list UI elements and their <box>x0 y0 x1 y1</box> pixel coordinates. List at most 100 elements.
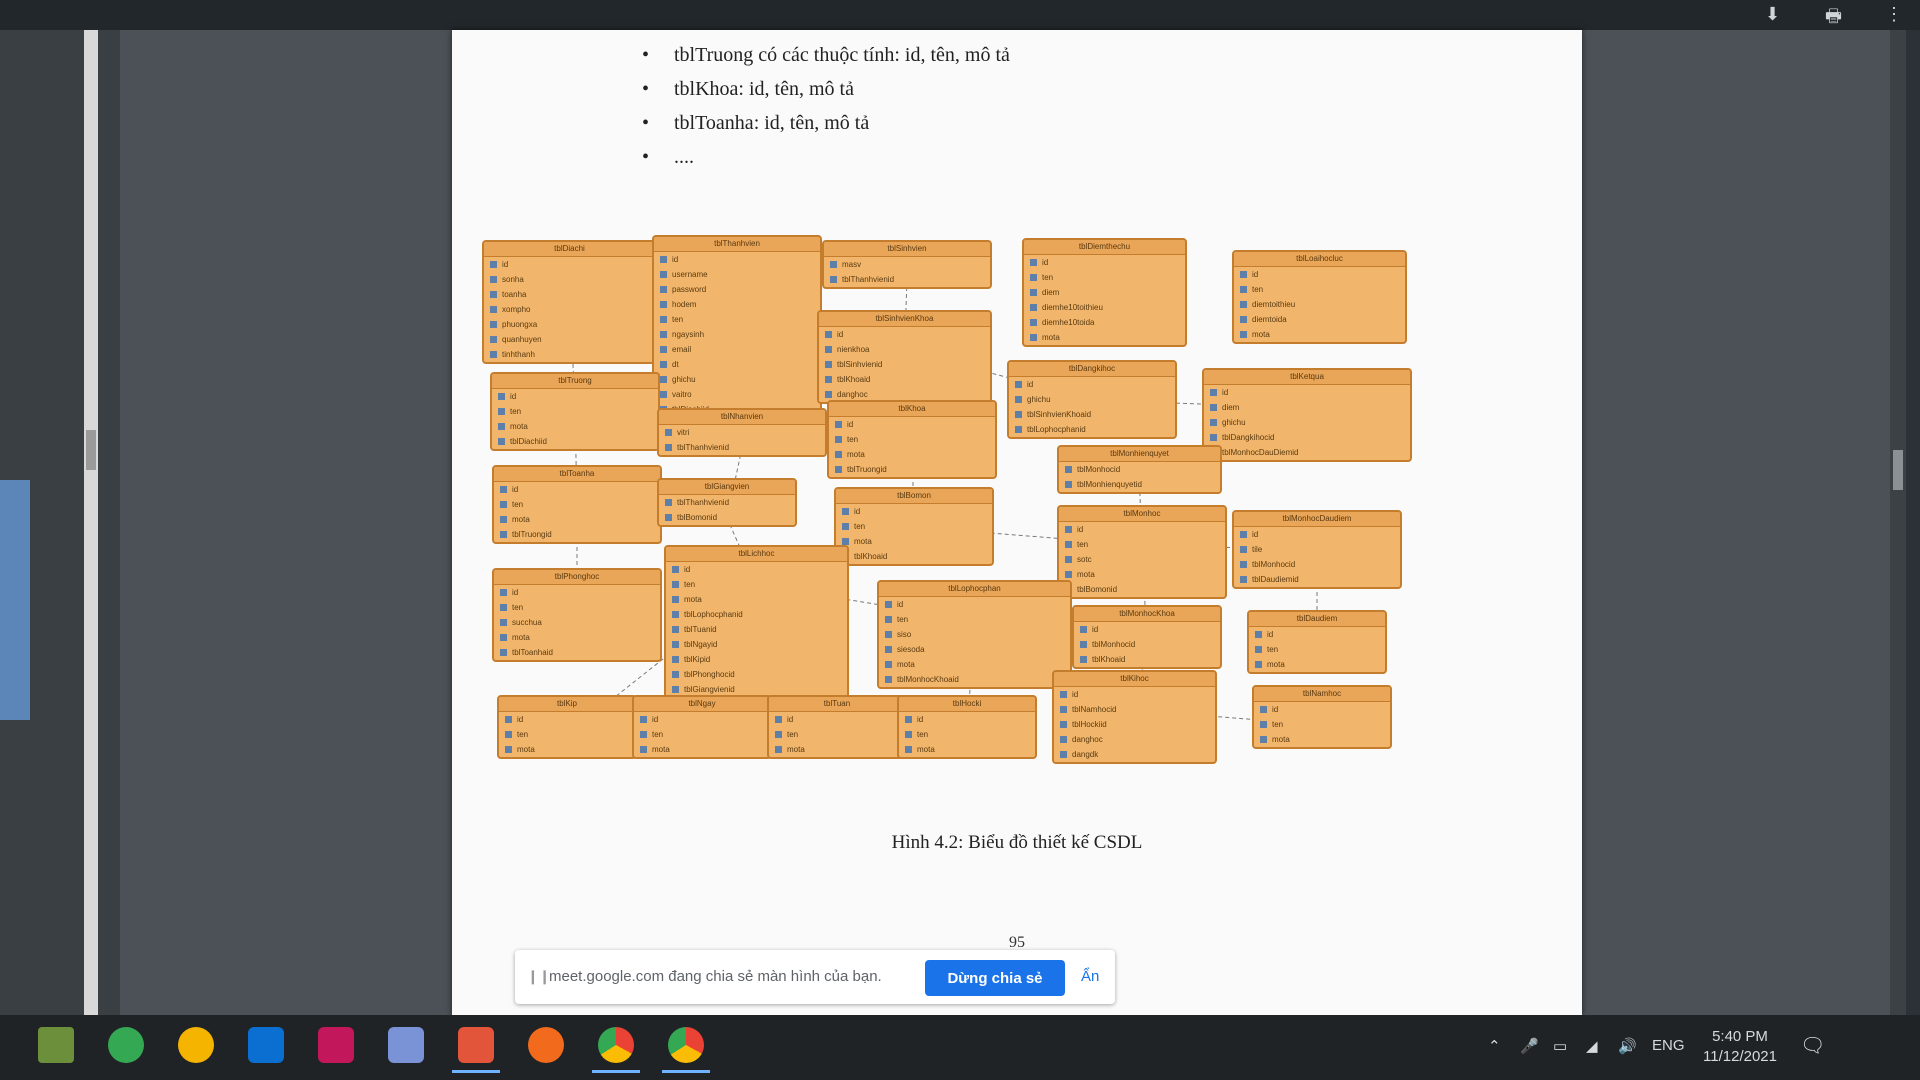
erd-table-field: id <box>499 712 635 727</box>
erd-table-field: mota <box>494 630 660 645</box>
erd-table-field: mota <box>1059 567 1225 582</box>
chrome-icon[interactable] <box>592 1027 640 1073</box>
erd-table-field: ten <box>1254 717 1390 732</box>
hide-button[interactable]: Ẩn <box>1081 968 1100 985</box>
vscode-icon[interactable] <box>248 1027 284 1063</box>
clock-time: 5:40 PM <box>1712 1028 1768 1045</box>
right-scroll-thumb[interactable] <box>1893 450 1903 490</box>
erd-table-field: nienkhoa <box>819 342 990 357</box>
erd-table-field: sotc <box>1059 552 1225 567</box>
erd-table-field: ten <box>1234 282 1405 297</box>
erd-table-field: mota <box>899 742 1035 757</box>
erd-table-field: sonha <box>484 272 655 287</box>
left-scroll-thumb[interactable] <box>86 430 96 470</box>
erd-table-field: tinhthanh <box>484 347 655 362</box>
erd-table-field: ten <box>836 519 992 534</box>
erd-table-title: tblLophocphan <box>879 582 1070 597</box>
left-scrollbar[interactable] <box>84 30 98 1015</box>
drag-handle-icon[interactable]: ❙❙ <box>527 968 551 984</box>
battery-icon[interactable]: ▭ <box>1553 1038 1568 1055</box>
more-icon[interactable]: ⋮ <box>1885 4 1903 24</box>
erd-table-title: tblDaudiem <box>1249 612 1385 627</box>
erd-table-title: tblLichhoc <box>666 547 847 562</box>
clock[interactable]: 5:40 PM 11/12/2021 <box>1700 1027 1780 1067</box>
erd-table-field: id <box>1249 627 1385 642</box>
erd-table-field: tblGiangvienid <box>666 682 847 697</box>
notifications-icon[interactable]: 🗨 <box>1800 1035 1826 1057</box>
chrome-2-icon[interactable] <box>662 1027 710 1073</box>
erd-table-title: tblGiangvien <box>659 480 795 495</box>
volume-icon[interactable]: 🔊 <box>1618 1038 1637 1055</box>
document-page: tblTruong có các thuộc tính: id, tên, mô… <box>452 30 1582 1015</box>
erd-table-title: tblHocki <box>899 697 1035 712</box>
erd-table-field: id <box>1054 687 1215 702</box>
erd-table-field: tblSinhvienid <box>819 357 990 372</box>
erd-table-field: id <box>836 504 992 519</box>
file-manager-icon[interactable] <box>38 1027 74 1063</box>
erd-table-field: mota <box>1234 327 1405 342</box>
git-app-icon[interactable] <box>452 1027 500 1073</box>
erd-table-field: tblKhoaid <box>819 372 990 387</box>
download-icon[interactable]: ⬇ <box>1765 4 1781 24</box>
erd-table-field: tblTuanid <box>666 622 847 637</box>
erd-table-field: tblKhoaid <box>1074 652 1220 667</box>
erd-table-field: tblDiachiid <box>492 434 658 449</box>
erd-table-field: mota <box>634 742 770 757</box>
erd-table-field: ten <box>666 577 847 592</box>
erd-table-field: id <box>654 252 820 267</box>
virtualbox-icon[interactable] <box>388 1027 424 1063</box>
microphone-icon[interactable]: 🎤 <box>1520 1038 1539 1055</box>
erd-table-title: tblMonhienquyet <box>1059 447 1220 462</box>
wifi-icon[interactable]: ◢ <box>1586 1038 1598 1055</box>
erd-table-field: mota <box>769 742 905 757</box>
erd-table-field: id <box>1074 622 1220 637</box>
erd-table-field: mota <box>829 447 995 462</box>
erd-table-field: ten <box>879 612 1070 627</box>
stop-sharing-button[interactable]: Dừng chia sẻ <box>925 960 1065 996</box>
erd-table-field: tblLophocphanid <box>666 607 847 622</box>
maps-icon[interactable] <box>108 1027 144 1063</box>
erd-table-field: vitri <box>659 425 825 440</box>
erd-table-title: tblNhanvien <box>659 410 825 425</box>
erd-table-field: dt <box>654 357 820 372</box>
erd-table-field: mota <box>879 657 1070 672</box>
erd-table-field: tblDangkihocid <box>1204 430 1410 445</box>
erd-table-title: tblDiachi <box>484 242 655 257</box>
erd-table-field: tblBomonid <box>1059 582 1225 597</box>
erd-table-field: tblMonhocid <box>1059 462 1220 477</box>
erd-table-field: tblKhoaid <box>836 549 992 564</box>
taskbar: ⌃ 🎤 ▭ ◢ 🔊 ENG 5:40 PM 11/12/2021 🗨 <box>0 1015 1920 1080</box>
right-scrollbar[interactable] <box>1890 30 1906 1015</box>
erd-table-title: tblNgay <box>634 697 770 712</box>
erd-table-title: tblBomon <box>836 489 992 504</box>
erd-table-field: xompho <box>484 302 655 317</box>
slash-app-icon[interactable] <box>528 1027 564 1063</box>
erd-table-field: id <box>494 585 660 600</box>
chevron-up-icon[interactable]: ⌃ <box>1488 1038 1501 1055</box>
erd-table-title: tblThanhvien <box>654 237 820 252</box>
browser-app-icon[interactable] <box>178 1027 214 1063</box>
erd-table-field: ten <box>1249 642 1385 657</box>
erd-table-field: ten <box>769 727 905 742</box>
erd-table-title: tblKihoc <box>1054 672 1215 687</box>
language-indicator[interactable]: ENG <box>1652 1037 1685 1054</box>
erd-table-field: diemhe10toida <box>1024 315 1185 330</box>
erd-table-field: diemtoida <box>1234 312 1405 327</box>
left-window-edge <box>0 30 120 1015</box>
erd-table-field: ten <box>1024 270 1185 285</box>
intellij-icon[interactable] <box>318 1027 354 1063</box>
viewer-toolbar: ⬇ 🖶 ⋮ <box>0 0 1920 30</box>
print-icon[interactable]: 🖶 <box>1825 6 1842 26</box>
